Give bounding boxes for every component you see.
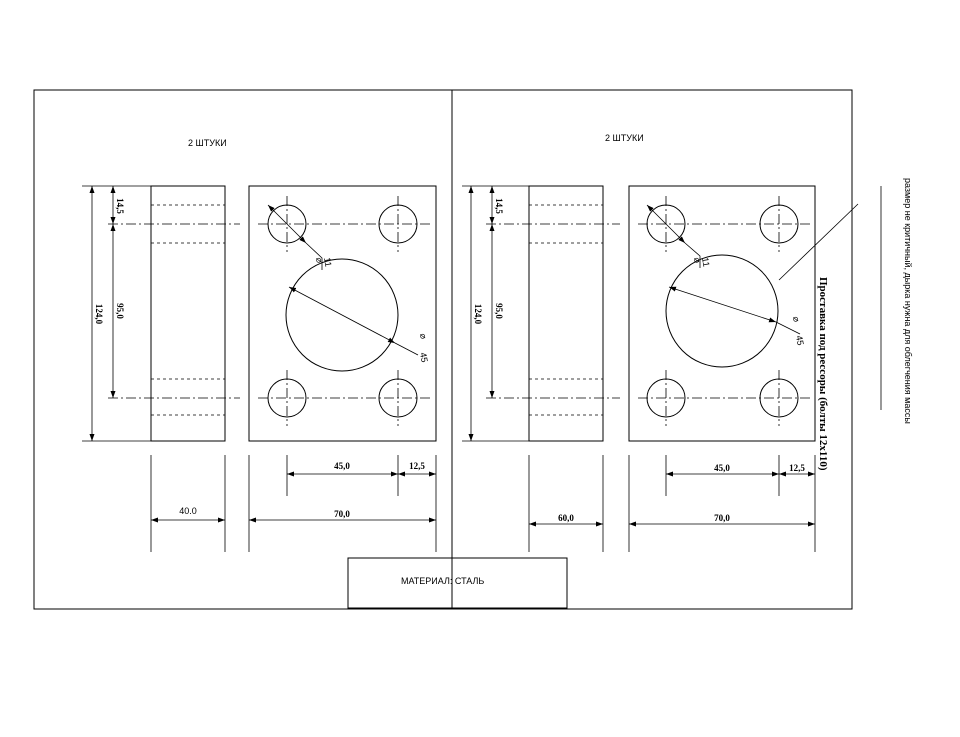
right-side-view (528, 185, 604, 442)
left-front-view (248, 185, 437, 442)
svg-text:⌀: ⌀ (692, 257, 703, 265)
svg-text:⌀: ⌀ (314, 257, 325, 265)
left-dim-hole-spacing-v: 95,0 (115, 303, 125, 319)
left-dim-height-total: 124,0 (94, 304, 104, 325)
right-dim-thickness: 60,0 (558, 513, 574, 523)
note-leader (778, 203, 859, 281)
material-box (347, 557, 568, 609)
left-dim-thickness: 40.0 (179, 506, 197, 516)
left-dim-hole-spacing-h: 45,0 (334, 461, 350, 471)
right-quantity-label: 2 ШТУКИ (605, 133, 644, 143)
right-dim-hole-spacing-v: 95,0 (494, 303, 504, 319)
right-dim-edge-offset: 12,5 (789, 463, 805, 473)
right-dim-top-offset: 14,5 (494, 198, 504, 214)
left-dim-small-hole: 11 (322, 257, 333, 268)
right-big-hole (665, 254, 779, 368)
left-dim-top-offset: 14,5 (115, 198, 125, 214)
left-dim-width: 70,0 (334, 509, 350, 519)
left-quantity-label: 2 ШТУКИ (188, 138, 227, 148)
left-dim-edge-offset: 12,5 (409, 461, 425, 471)
right-dim-big-hole: 45 (794, 335, 806, 347)
left-dim-big-hole: 45 (418, 352, 430, 364)
right-dim-small-hole: 11 (700, 257, 711, 268)
right-part: 2 ШТУКИ 124,0 14,5 95,0 (462, 133, 859, 552)
svg-text:⌀: ⌀ (791, 316, 802, 324)
material-label: МАТЕРИАЛ: СТАЛЬ (401, 576, 484, 586)
drawing-title: Проставка под рессоры (болты 12х110) (817, 277, 829, 471)
sheet-frame-right (452, 89, 853, 610)
right-dim-hole-spacing-h: 45,0 (714, 463, 730, 473)
right-front-view (628, 185, 816, 442)
left-big-hole (285, 258, 399, 372)
note-text: размер не критичный, дырка нужна для обл… (903, 178, 913, 424)
right-dim-height-total: 124,0 (473, 304, 483, 325)
svg-text:⌀: ⌀ (418, 333, 429, 341)
sheet-frame-left (33, 89, 453, 610)
left-part: 2 ШТУКИ 124,0 14,5 95,0 (82, 138, 437, 552)
left-side-view (150, 185, 226, 442)
right-dim-width: 70,0 (714, 513, 730, 523)
